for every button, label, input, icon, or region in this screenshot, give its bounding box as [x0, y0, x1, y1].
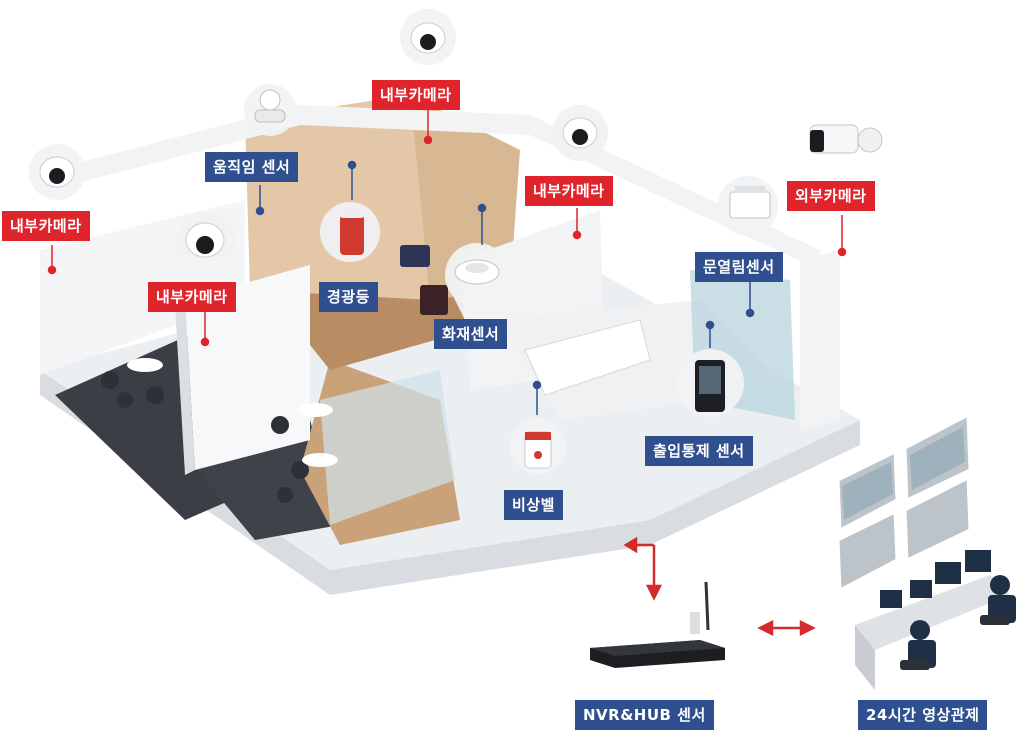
- arrow-horizontal: [757, 619, 816, 637]
- alarm-light-label: 경광등: [319, 282, 378, 312]
- dome-camera-icon: [185, 222, 225, 258]
- sofa: [400, 245, 430, 267]
- arrow-vertical: [623, 536, 663, 601]
- dome-camera-icon: [39, 156, 75, 188]
- motion-sensor-icon: [254, 89, 286, 123]
- motion-sensor-label: 움직임 센서: [205, 152, 299, 182]
- access-terminal-icon: [695, 360, 725, 412]
- back-wall-wood: [245, 95, 430, 300]
- door-sensor-icon: [729, 186, 771, 219]
- alarm-light-icon: [340, 208, 364, 255]
- monitoring-24h-label: 24시간 영상관제: [858, 700, 988, 730]
- dome-camera-icon: [562, 117, 598, 149]
- access-sensor-label: 출입통제 센서: [645, 436, 753, 466]
- door-sensor-label: 문열림센서: [695, 252, 783, 282]
- emergency-bell-label: 비상벨: [504, 490, 563, 520]
- camera-label-top-center: 내부카메라: [372, 80, 460, 110]
- dome-camera-icon: [410, 22, 446, 54]
- bullet-camera-icon: [809, 124, 883, 154]
- floor-edge: [40, 370, 860, 595]
- nvr-hub-label: NVR&HUB 센서: [575, 700, 714, 730]
- emergency-bell-icon: [524, 431, 552, 469]
- fire-sensor-label: 화재센서: [434, 319, 508, 349]
- smoke-detector-icon: [454, 259, 500, 285]
- outdoor-camera-label: 외부카메라: [787, 181, 875, 211]
- sofa: [420, 285, 448, 315]
- camera-label-right: 내부카메라: [525, 176, 613, 206]
- outer-wall-top: [70, 105, 820, 270]
- reception-desk: [524, 319, 651, 396]
- partition-wall-1-side: [175, 300, 195, 475]
- right-wall: [800, 250, 840, 430]
- camera-label-left: 내부카메라: [2, 211, 90, 241]
- camera-label-left-room: 내부카메라: [148, 282, 236, 312]
- office-floor-mid: [195, 420, 340, 540]
- nvr-device-icon: [590, 581, 725, 668]
- glass-wall: [320, 370, 455, 525]
- monitoring-center-icon: [836, 412, 1016, 690]
